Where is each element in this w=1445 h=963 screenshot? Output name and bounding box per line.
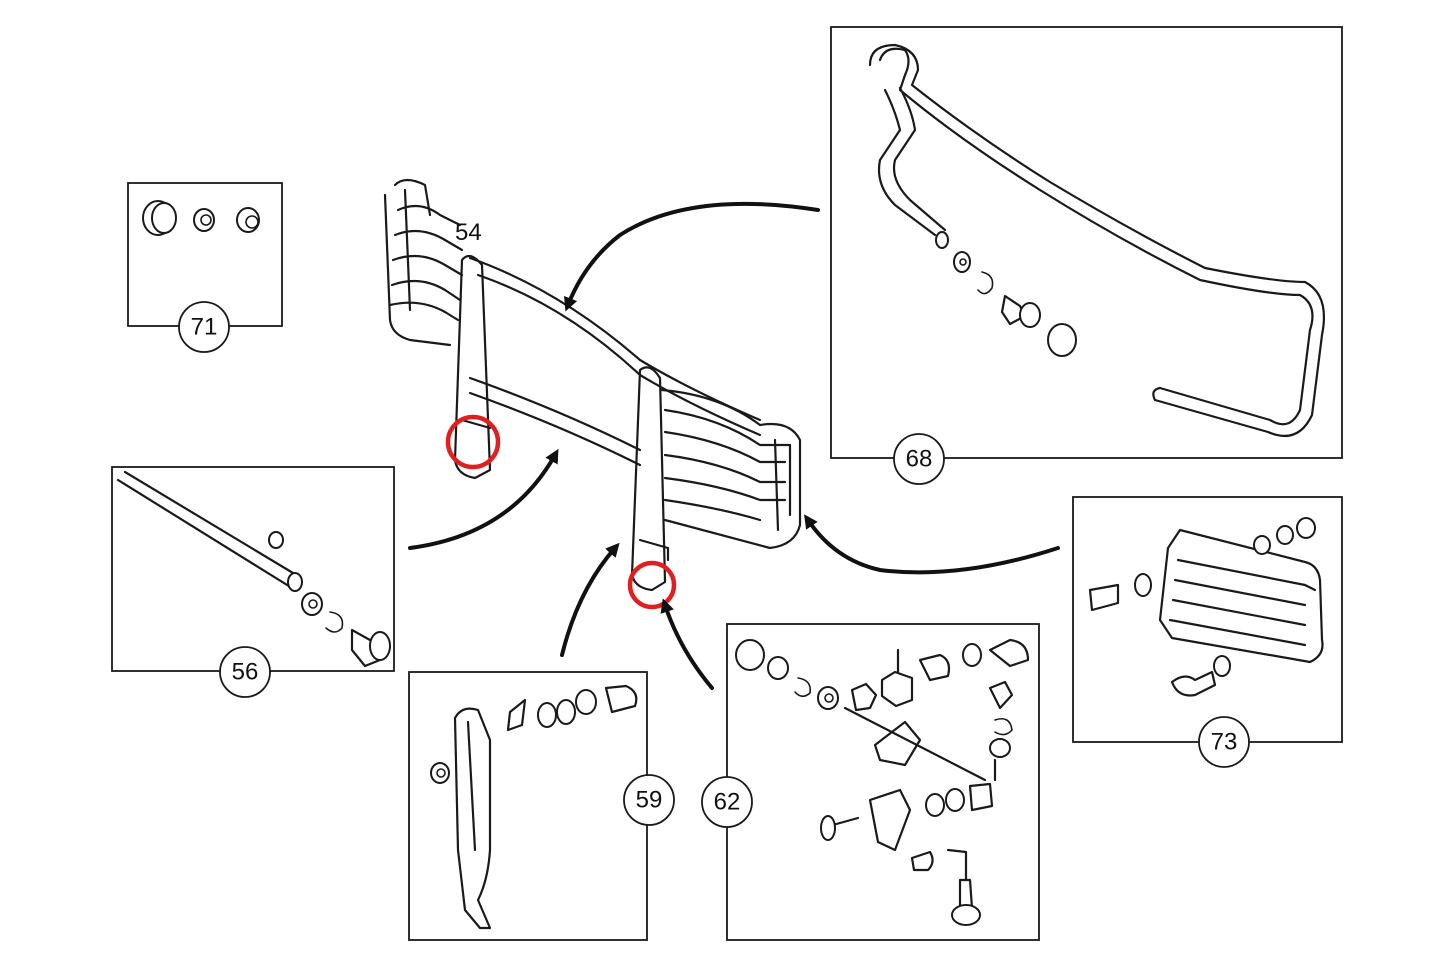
cross-tube-part (116, 470, 391, 668)
callout-59: 59 (623, 774, 675, 826)
upper-tube-part (868, 43, 1326, 437)
svg-text:56: 56 (232, 659, 259, 686)
bracket-hardware (735, 638, 1030, 926)
callout-71: 71 (178, 301, 230, 353)
highlight-circle-left (445, 414, 501, 470)
callout-73: 73 (1198, 716, 1250, 768)
detail-box-73 (1072, 496, 1343, 743)
cap-parts (142, 200, 260, 236)
svg-text:73: 73 (1211, 729, 1238, 756)
svg-text:68: 68 (906, 446, 933, 473)
detail-box-56 (111, 466, 395, 672)
side-grille-part (1088, 517, 1324, 697)
detail-box-59 (408, 671, 648, 941)
detail-box-71 (127, 182, 283, 327)
bumper-strip-part (430, 684, 638, 930)
svg-text:59: 59 (636, 787, 663, 814)
callout-68: 68 (893, 433, 945, 485)
callout-56: 56 (219, 646, 271, 698)
detail-box-62 (726, 623, 1040, 941)
main-part-label: 54 (455, 219, 482, 246)
callout-62: 62 (701, 776, 753, 828)
highlight-circle-right (627, 560, 677, 610)
svg-text:71: 71 (191, 314, 218, 341)
brush-guard-assembly (383, 178, 802, 592)
arrows (408, 201, 1060, 690)
svg-text:62: 62 (714, 789, 741, 816)
detail-box-68 (830, 26, 1343, 459)
